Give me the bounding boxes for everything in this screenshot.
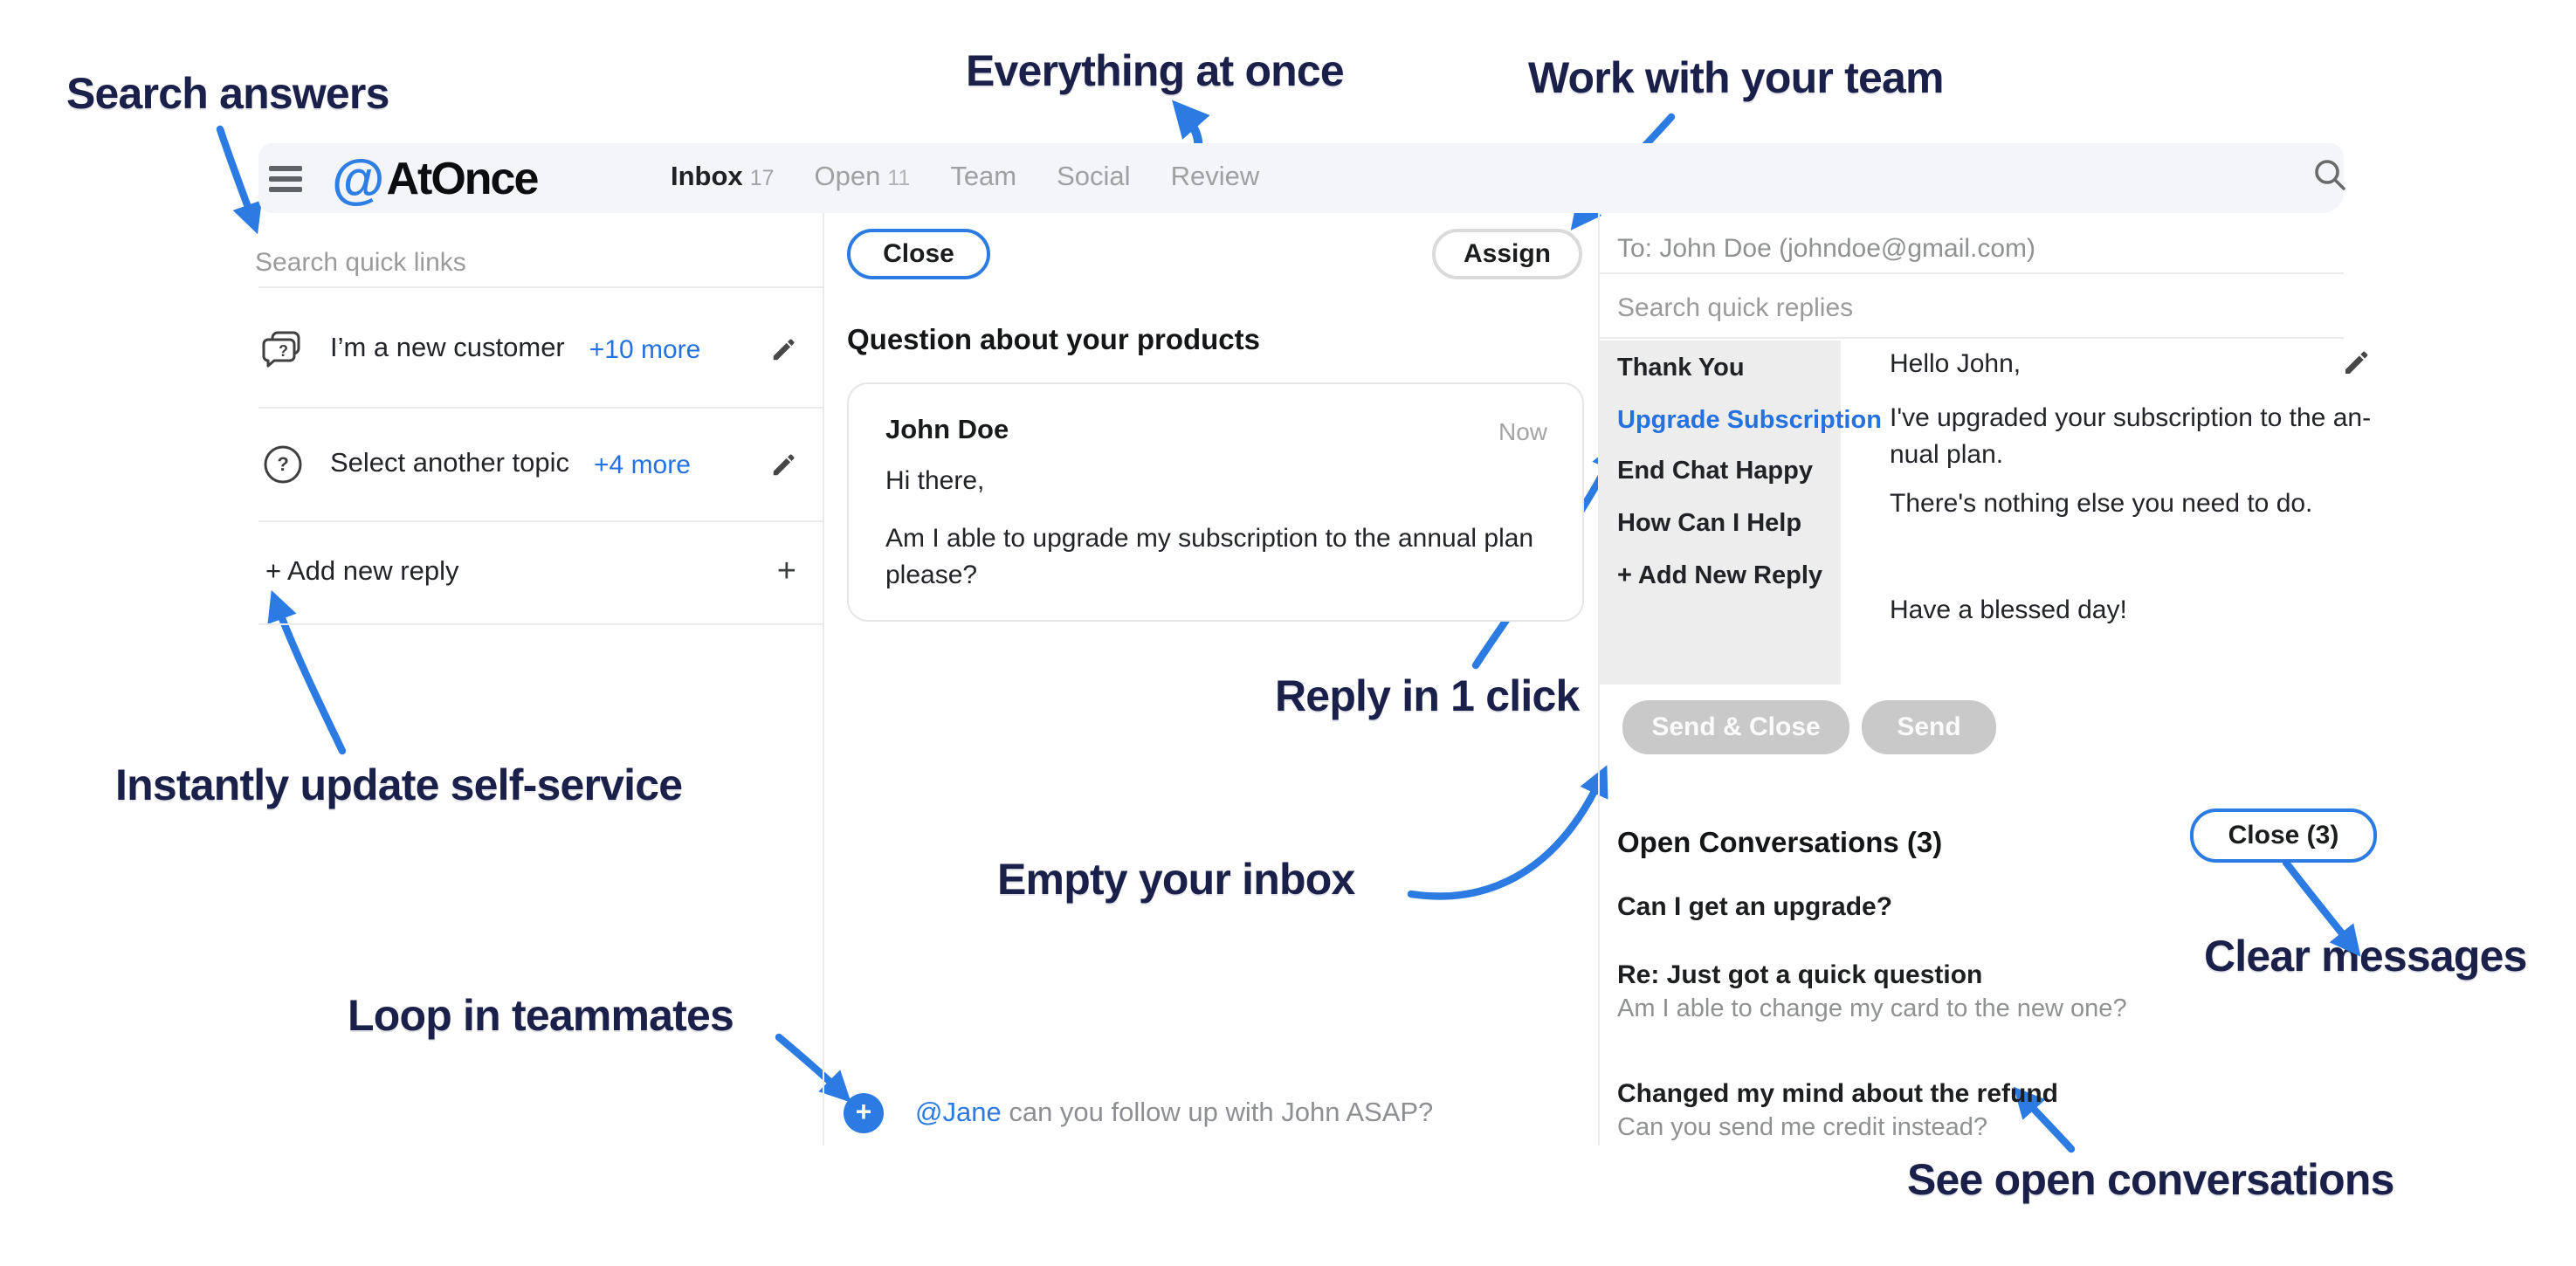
add-plus-icon[interactable]: + (776, 554, 796, 590)
search-quick-links-input[interactable] (255, 248, 779, 278)
annotation-empty-your-inbox: Empty your inbox (997, 856, 1355, 905)
quick-link-label: Select another topic (330, 449, 570, 478)
tab-review[interactable]: Review (1171, 162, 1260, 194)
app-header (258, 143, 2344, 213)
tab-count: 11 (887, 166, 911, 190)
quick-reply-upgrade-subscription[interactable]: Upgrade Subscription (1617, 407, 1882, 435)
divider (1598, 337, 2344, 339)
send-button[interactable]: Send (1862, 700, 1996, 754)
divider (1598, 213, 1600, 1146)
recipient-field[interactable]: To: John Doe (johndoe@gmail.com) (1617, 234, 2036, 264)
logo-text: AtOnce (386, 151, 539, 203)
tab-label: Social (1057, 162, 1131, 192)
quick-link-row-new-customer[interactable]: ? I’m a new customer +10 more (262, 323, 796, 375)
tab-label: Review (1170, 162, 1260, 192)
quick-reply-add-new[interactable]: + Add New Reply (1617, 562, 1823, 590)
internal-note-row: + @Jane can you follow up with John ASAP… (844, 1093, 1433, 1133)
quick-reply-how-can-i-help[interactable]: How Can I Help (1617, 510, 1802, 538)
annotation-instantly-update-self-service: Instantly update self-service (115, 761, 683, 810)
message-timestamp: Now (1498, 417, 1547, 445)
compose-body-line[interactable]: Have a blessed day! (1890, 595, 2127, 625)
quick-replies-panel (1600, 341, 1841, 685)
help-circle-icon: ? (264, 445, 302, 484)
annotation-reply-in-1-click: Reply in 1 click (1275, 672, 1580, 721)
message-card[interactable]: John Doe Now Hi there, Am I able to upgr… (847, 382, 1584, 622)
arrow-search-answers (216, 125, 262, 235)
quick-reply-thank-you[interactable]: Thank You (1617, 354, 1745, 382)
close-all-button[interactable]: Close (3) (2190, 808, 2377, 863)
add-note-plus-icon[interactable]: + (844, 1093, 884, 1133)
compose-greeting[interactable]: Hello John, (1890, 349, 2022, 379)
divider (258, 407, 824, 409)
quick-link-row-another-topic[interactable]: ? Select another topic +4 more (262, 438, 796, 491)
edit-reply-pencil-icon[interactable] (2342, 349, 2370, 377)
compose-body-line[interactable]: nual plan. (1890, 440, 2004, 470)
divider (258, 520, 824, 522)
compose-body-line[interactable]: I've upgraded your subscription to the a… (1890, 403, 2372, 433)
edit-pencil-icon[interactable] (770, 336, 796, 362)
compose-body-line[interactable]: There's nothing else you need to do. (1890, 489, 2313, 519)
logo-at-icon: @ (332, 148, 385, 209)
message-sender: John Doe (885, 416, 1009, 445)
arrow-loop-in-teammates (775, 1033, 851, 1103)
send-and-close-button[interactable]: Send & Close (1622, 700, 1849, 754)
assign-button[interactable]: Assign (1432, 229, 1582, 279)
annotation-work-with-your-team: Work with your team (1528, 54, 1944, 103)
annotation-clear-messages: Clear messages (2204, 932, 2527, 981)
quick-reply-end-chat-happy[interactable]: End Chat Happy (1617, 458, 1813, 485)
tab-social[interactable]: Social (1057, 162, 1130, 194)
conversation-item-title[interactable]: Can I get an upgrade? (1617, 892, 1893, 922)
edit-pencil-icon[interactable] (770, 451, 796, 478)
quick-link-label: I’m a new customer (330, 334, 565, 363)
conversation-item-preview: Can you send me credit instead? (1617, 1114, 1987, 1142)
arrow-empty-your-inbox (1407, 765, 1608, 900)
add-new-reply-row[interactable]: + Add new reply + (265, 548, 796, 597)
tab-team[interactable]: Team (950, 162, 1016, 194)
search-icon[interactable] (2312, 157, 2347, 192)
close-conversation-button[interactable]: Close (847, 229, 990, 279)
annotation-loop-in-teammates: Loop in teammates (348, 992, 734, 1041)
search-quick-replies-input[interactable] (1617, 293, 2141, 323)
divider (258, 286, 824, 288)
message-greeting: Hi there, (885, 466, 985, 496)
note-text-rest: can you follow up with John ASAP? (1001, 1097, 1434, 1127)
menu-icon[interactable] (269, 166, 302, 192)
conversation-item-title[interactable]: Re: Just got a quick question (1617, 960, 1983, 990)
internal-note-text[interactable]: @Jane can you follow up with John ASAP? (915, 1097, 1433, 1129)
conversation-subject: Question about your products (847, 325, 1261, 356)
svg-text:?: ? (277, 453, 288, 475)
app-logo[interactable]: @ AtOnce (332, 147, 539, 210)
tab-open[interactable]: Open 11 (815, 162, 911, 194)
annotation-everything-at-once: Everything at once (966, 47, 1345, 96)
divider (823, 213, 824, 1146)
more-replies-link[interactable]: +10 more (589, 334, 701, 364)
tab-label: Open (814, 162, 881, 192)
tab-inbox[interactable]: Inbox 17 (671, 162, 775, 194)
open-conversations-title: Open Conversations (3) (1617, 828, 1943, 859)
annotation-search-answers: Search answers (66, 70, 389, 119)
tab-label: Team (950, 162, 1017, 192)
conversation-item-preview: Am I able to change my card to the new o… (1617, 995, 2127, 1023)
add-new-reply-label: + Add new reply (265, 557, 459, 587)
mention-jane[interactable]: @Jane (915, 1097, 1002, 1127)
message-body: Am I able to upgrade my subscription to … (885, 524, 1534, 590)
annotation-see-open-conversations: See open conversations (1907, 1156, 2394, 1205)
svg-text:?: ? (279, 342, 288, 360)
tab-label: Inbox (671, 162, 743, 192)
divider (1598, 272, 2344, 274)
main-nav: Inbox 17 Open 11 Team Social Review (671, 143, 1259, 213)
chat-question-icon: ? (262, 331, 300, 368)
divider (258, 623, 824, 625)
conversation-item-title[interactable]: Changed my mind about the refund (1617, 1079, 2059, 1109)
more-replies-link[interactable]: +4 more (594, 450, 691, 479)
tab-count: 17 (749, 166, 775, 190)
